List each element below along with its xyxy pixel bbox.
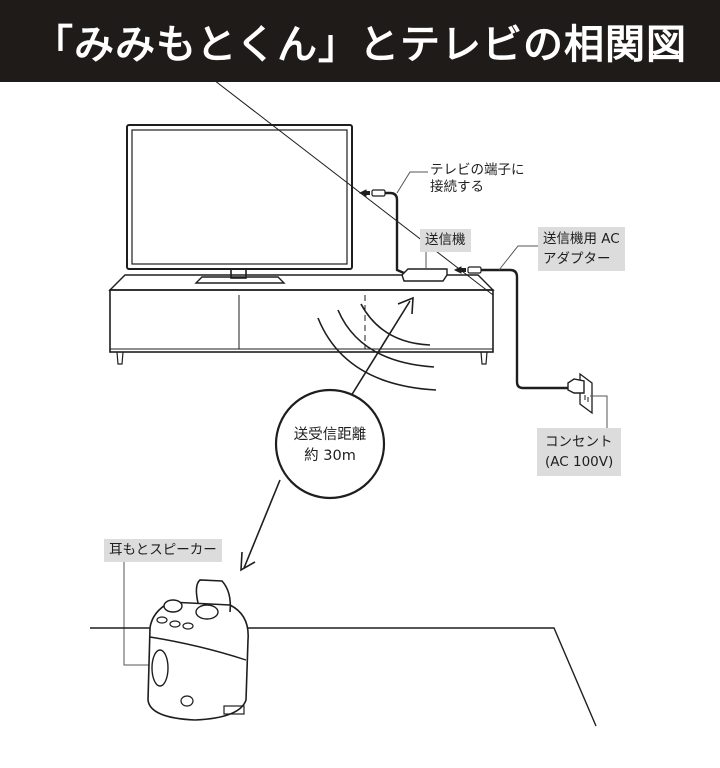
ac-adapter-label-line1: 送信機用 AC bbox=[543, 231, 620, 247]
outlet-icon bbox=[579, 372, 593, 415]
tv-terminal-label-line2: 接続する bbox=[430, 179, 484, 195]
transmitter-label: 送信機 bbox=[420, 229, 471, 252]
speaker-label: 耳もとスピーカー bbox=[104, 539, 222, 562]
tv-stand-icon bbox=[194, 268, 286, 284]
plug-icon bbox=[567, 378, 585, 394]
page-title: 「みみもとくん」とテレビの相関図 bbox=[33, 22, 687, 68]
outlet-label-line2: (AC 100V) bbox=[545, 454, 614, 470]
distance-circle bbox=[274, 388, 386, 500]
tv-cable bbox=[358, 189, 405, 275]
transmitter-icon bbox=[401, 268, 448, 282]
header-bar: 「みみもとくん」とテレビの相関図 bbox=[0, 0, 720, 82]
ac-adapter-label-line2: アダプター bbox=[543, 251, 611, 267]
distance-label: 送受信距離 約 30m bbox=[275, 425, 385, 467]
arrow-icon bbox=[240, 296, 414, 572]
tv-terminal-label: テレビの端子に 接続する bbox=[430, 162, 525, 196]
distance-label-line1: 送受信距離 bbox=[293, 427, 367, 443]
tv-terminal-label-line1: テレビの端子に bbox=[430, 162, 525, 178]
speaker-device-icon bbox=[147, 579, 249, 721]
leader-lines bbox=[123, 171, 608, 666]
ac-adapter-cable bbox=[453, 266, 570, 390]
outlet-label: コンセント (AC 100V) bbox=[537, 428, 622, 476]
signal-waves-icon bbox=[317, 303, 437, 391]
distance-label-line2: 約 30m bbox=[304, 448, 356, 464]
ac-adapter-label: 送信機用 AC アダプター bbox=[538, 227, 625, 271]
outlet-label-line1: コンセント bbox=[545, 434, 613, 450]
tv-icon bbox=[126, 124, 353, 270]
relationship-diagram bbox=[90, 82, 608, 727]
